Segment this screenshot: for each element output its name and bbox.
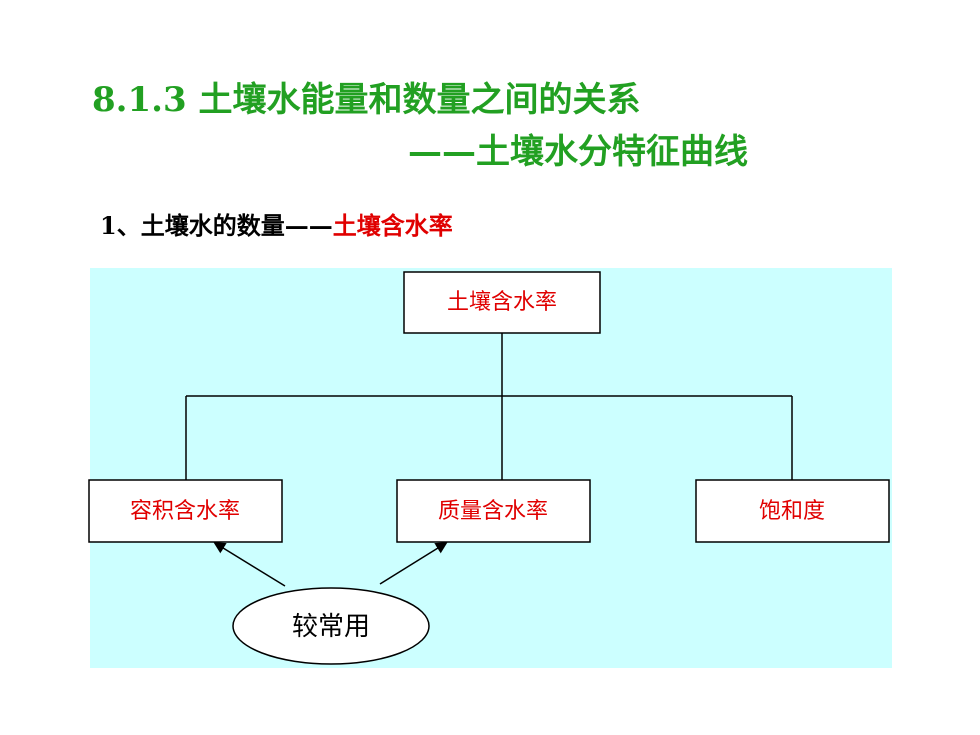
note-oval [232,587,430,665]
child-box-volumetric-label: 容积含水率 [130,499,240,524]
child-box-gravimetric-label: 质量含水率 [438,499,548,524]
root-box-label: 土壤含水率 [447,290,557,315]
title-line-1: 8.1.3 土壤水能量和数量之间的关系 [92,80,641,120]
subtitle-highlight: 土壤含水率 [332,211,453,240]
arrow-to-volumetric [213,541,286,587]
arrow-to-gravimetric [379,541,448,585]
child-box-saturation-label: 饱和度 [759,499,825,524]
diagram-background [90,268,892,668]
child-box-gravimetric [396,479,591,543]
note-oval-label: 较常用 [292,612,370,642]
child-box-saturation [695,479,890,543]
title-line-2: ——土壤水分特征曲线 [408,132,748,172]
root-box [403,271,601,334]
subtitle: 1、土壤水的数量——土壤含水率 [100,210,453,242]
subtitle-prefix: 1、土壤水的数量—— [100,211,333,240]
child-box-volumetric [88,479,283,543]
